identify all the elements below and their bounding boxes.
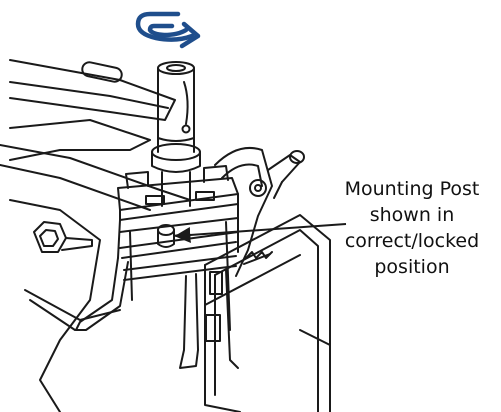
callout-line-3: correct/locked <box>344 230 480 252</box>
callout-line-2: shown in <box>369 204 455 226</box>
upper-frame-arm <box>9 59 176 161</box>
right-channel-bracket <box>204 214 331 412</box>
latch-knob <box>267 150 305 199</box>
callout-leader-line <box>174 223 347 243</box>
frame-slot <box>81 61 123 83</box>
bracket-legs <box>75 257 239 369</box>
mounting-post <box>157 61 195 153</box>
box-frame <box>117 203 239 331</box>
callout-line-1: Mounting Post <box>344 178 480 200</box>
rotate-arrow-icon <box>135 11 201 49</box>
hex-bolt <box>33 221 93 253</box>
callout-line-4: position <box>374 256 450 278</box>
post-collar <box>151 143 201 173</box>
latch-spring <box>243 251 273 265</box>
latch-plate <box>214 146 273 277</box>
top-plate <box>117 165 239 221</box>
callout-text: Mounting Post shown in correct/locked po… <box>320 176 501 280</box>
